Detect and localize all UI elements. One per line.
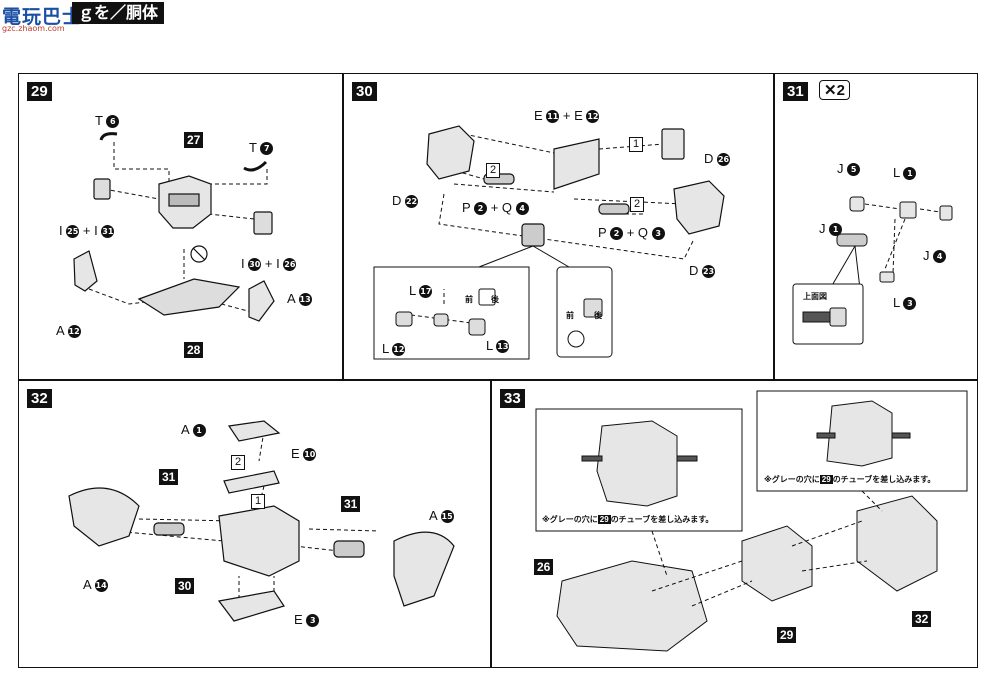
badge-32: 32	[912, 611, 932, 627]
badge-31a: 31	[159, 469, 179, 485]
label-t7: T 7	[249, 141, 274, 156]
step-30-panel: 30	[343, 73, 774, 380]
label-a13: A 13	[287, 291, 312, 307]
label-t6: T 6	[95, 114, 120, 129]
box-2b: 2	[630, 196, 645, 212]
label-l17: L 17	[409, 283, 433, 299]
step-29-panel: 29 T 6 T 7 I 25 + I 31 I 30 + I 26 A 1	[18, 73, 343, 380]
label-a12: A 12	[56, 323, 81, 339]
step-29-diagram	[73, 132, 275, 322]
step-number: 32	[27, 389, 52, 408]
label-a14: A 14	[83, 577, 108, 593]
label-d22: D 22	[392, 193, 419, 209]
label-top-view: 上面図	[803, 292, 827, 301]
step-31-diagram	[792, 196, 953, 345]
label-p2-q4: P 2 + Q 4	[462, 201, 529, 216]
header: 電玩巴士 gzc.zhaom.com ｇを／胴体	[0, 0, 180, 33]
label-e3: E 3	[294, 613, 320, 628]
step-number: 31	[783, 82, 808, 101]
badge-26: 26	[534, 559, 554, 575]
label-j1: J 1	[819, 222, 843, 237]
step-number: 29	[27, 82, 52, 101]
badge-30: 30	[175, 578, 195, 594]
step-31-panel: 31 ✕2 J 5 L 1 J 1 J 4 上面図 L 3	[774, 73, 978, 380]
label-l3: L 3	[893, 296, 917, 311]
label-e10: E 10	[291, 446, 317, 462]
label-e11-e12: E 11 + E 12	[534, 108, 600, 124]
inset-front-back: 前後	[465, 295, 499, 304]
label-j5: J 5	[837, 162, 861, 177]
site-logo: 電玩巴士	[2, 6, 83, 28]
label-a15: A 15	[429, 508, 454, 524]
step-33-diagram	[535, 390, 968, 652]
box-2: 2	[231, 454, 246, 470]
badge-27: 27	[184, 132, 204, 148]
badge-31b: 31	[341, 496, 361, 512]
inset2-front-back: 前後	[566, 311, 602, 320]
label-p2-q3: P 2 + Q 3	[598, 226, 665, 241]
box-2a: 2	[486, 162, 501, 178]
label-d23: D 23	[689, 263, 716, 279]
label-i25-i31: I 25 + I 31	[59, 223, 115, 239]
quantity-badge: ✕2	[819, 80, 850, 100]
step-32-diagram	[68, 420, 455, 622]
label-j4: J 4	[923, 249, 947, 264]
badge-29: 29	[777, 627, 797, 643]
label-a1: A 1	[181, 423, 206, 438]
box-1: 1	[629, 136, 644, 152]
label-l1: L 1	[893, 166, 917, 181]
step-number: 33	[500, 389, 525, 408]
page-title: ｇを／胴体	[72, 2, 165, 24]
step-number: 30	[352, 82, 377, 101]
label-i30-i26: I 30 + I 26	[241, 256, 297, 272]
label-l13: L 13	[486, 338, 510, 354]
box-1: 1	[251, 493, 266, 509]
label-d26: D 26	[704, 151, 731, 167]
site-logo-subtext: gzc.zhaom.com	[2, 24, 65, 33]
step-32-panel: 32 A 1 E 10 2 1 31 31 A 15 A 14 30 E 3	[18, 380, 491, 668]
badge-28: 28	[184, 342, 204, 358]
label-l12: L 12	[382, 341, 406, 357]
